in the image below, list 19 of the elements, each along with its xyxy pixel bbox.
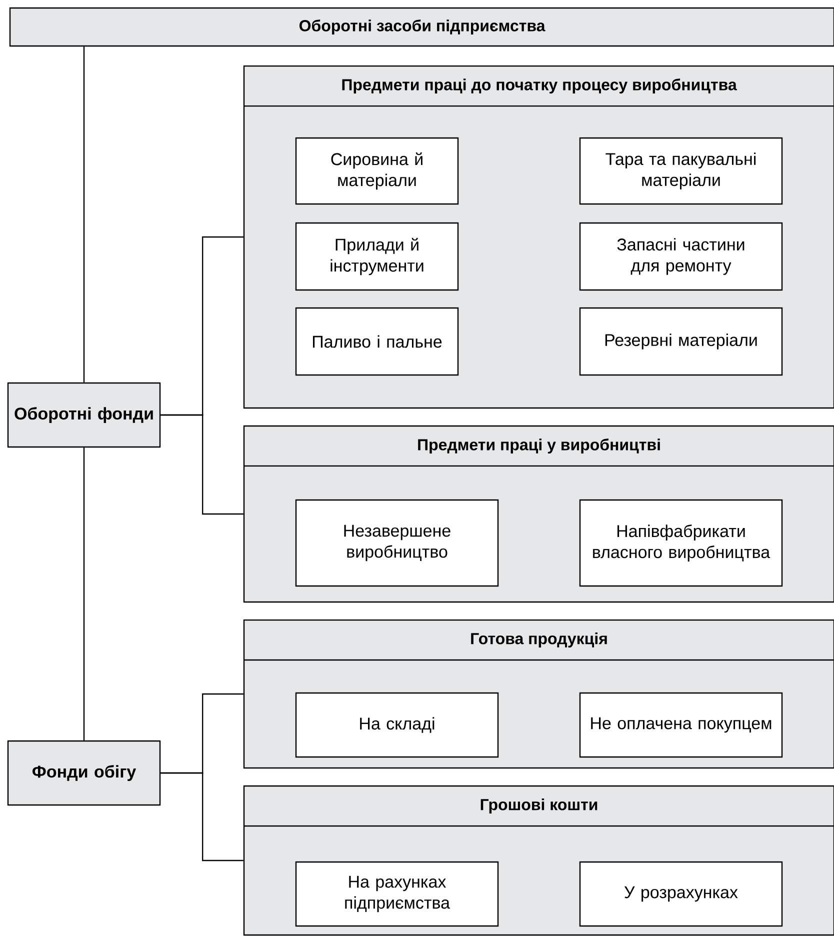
item-box: На складі [295, 692, 499, 758]
item-box: Не оплачена покупцем [579, 692, 783, 758]
item-box: Прилади й інструменти [295, 222, 459, 291]
connector-line [160, 772, 244, 862]
item-box: Напівфабрикати власного виробництва [579, 499, 783, 587]
item-box: Сировина й матеріали [295, 137, 459, 205]
item-box: Незавершене виробництво [295, 499, 499, 587]
item-box: Тара та пакувальні матеріали [579, 137, 783, 205]
title-bar: Оборотні засоби підприємства [9, 7, 834, 47]
item-box: Резервні матеріали [579, 307, 783, 376]
item-box: Паливо і пальне [295, 307, 459, 376]
connector-line [83, 448, 85, 740]
category-box: Фонди обігу [7, 740, 161, 806]
category-box: Оборотні фонди [7, 382, 161, 448]
connector-line [83, 46, 85, 382]
item-box: На рахунках підприємства [295, 861, 499, 927]
item-box: Запасні частини для ремонту [579, 222, 783, 291]
item-box: У розрахунках [579, 861, 783, 927]
connector-line [160, 414, 244, 515]
